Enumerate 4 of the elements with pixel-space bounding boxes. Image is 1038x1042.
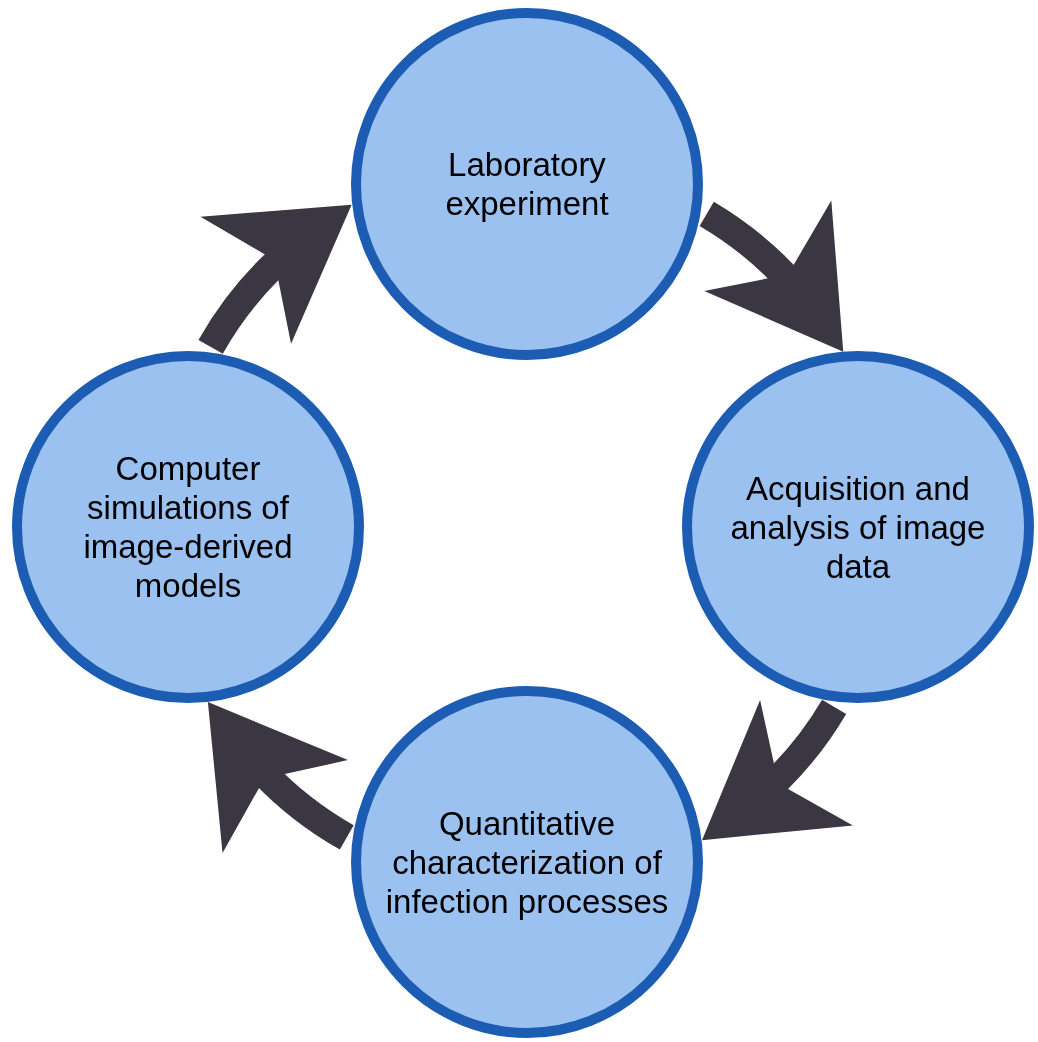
node-text: Computer simulations of image-derived models (82, 449, 294, 605)
node-text: Quantitative characterization of infection processes (385, 803, 669, 921)
node-text: Laboratory experiment (444, 145, 610, 223)
node-text: Acquisition and analysis of image data (729, 468, 987, 586)
